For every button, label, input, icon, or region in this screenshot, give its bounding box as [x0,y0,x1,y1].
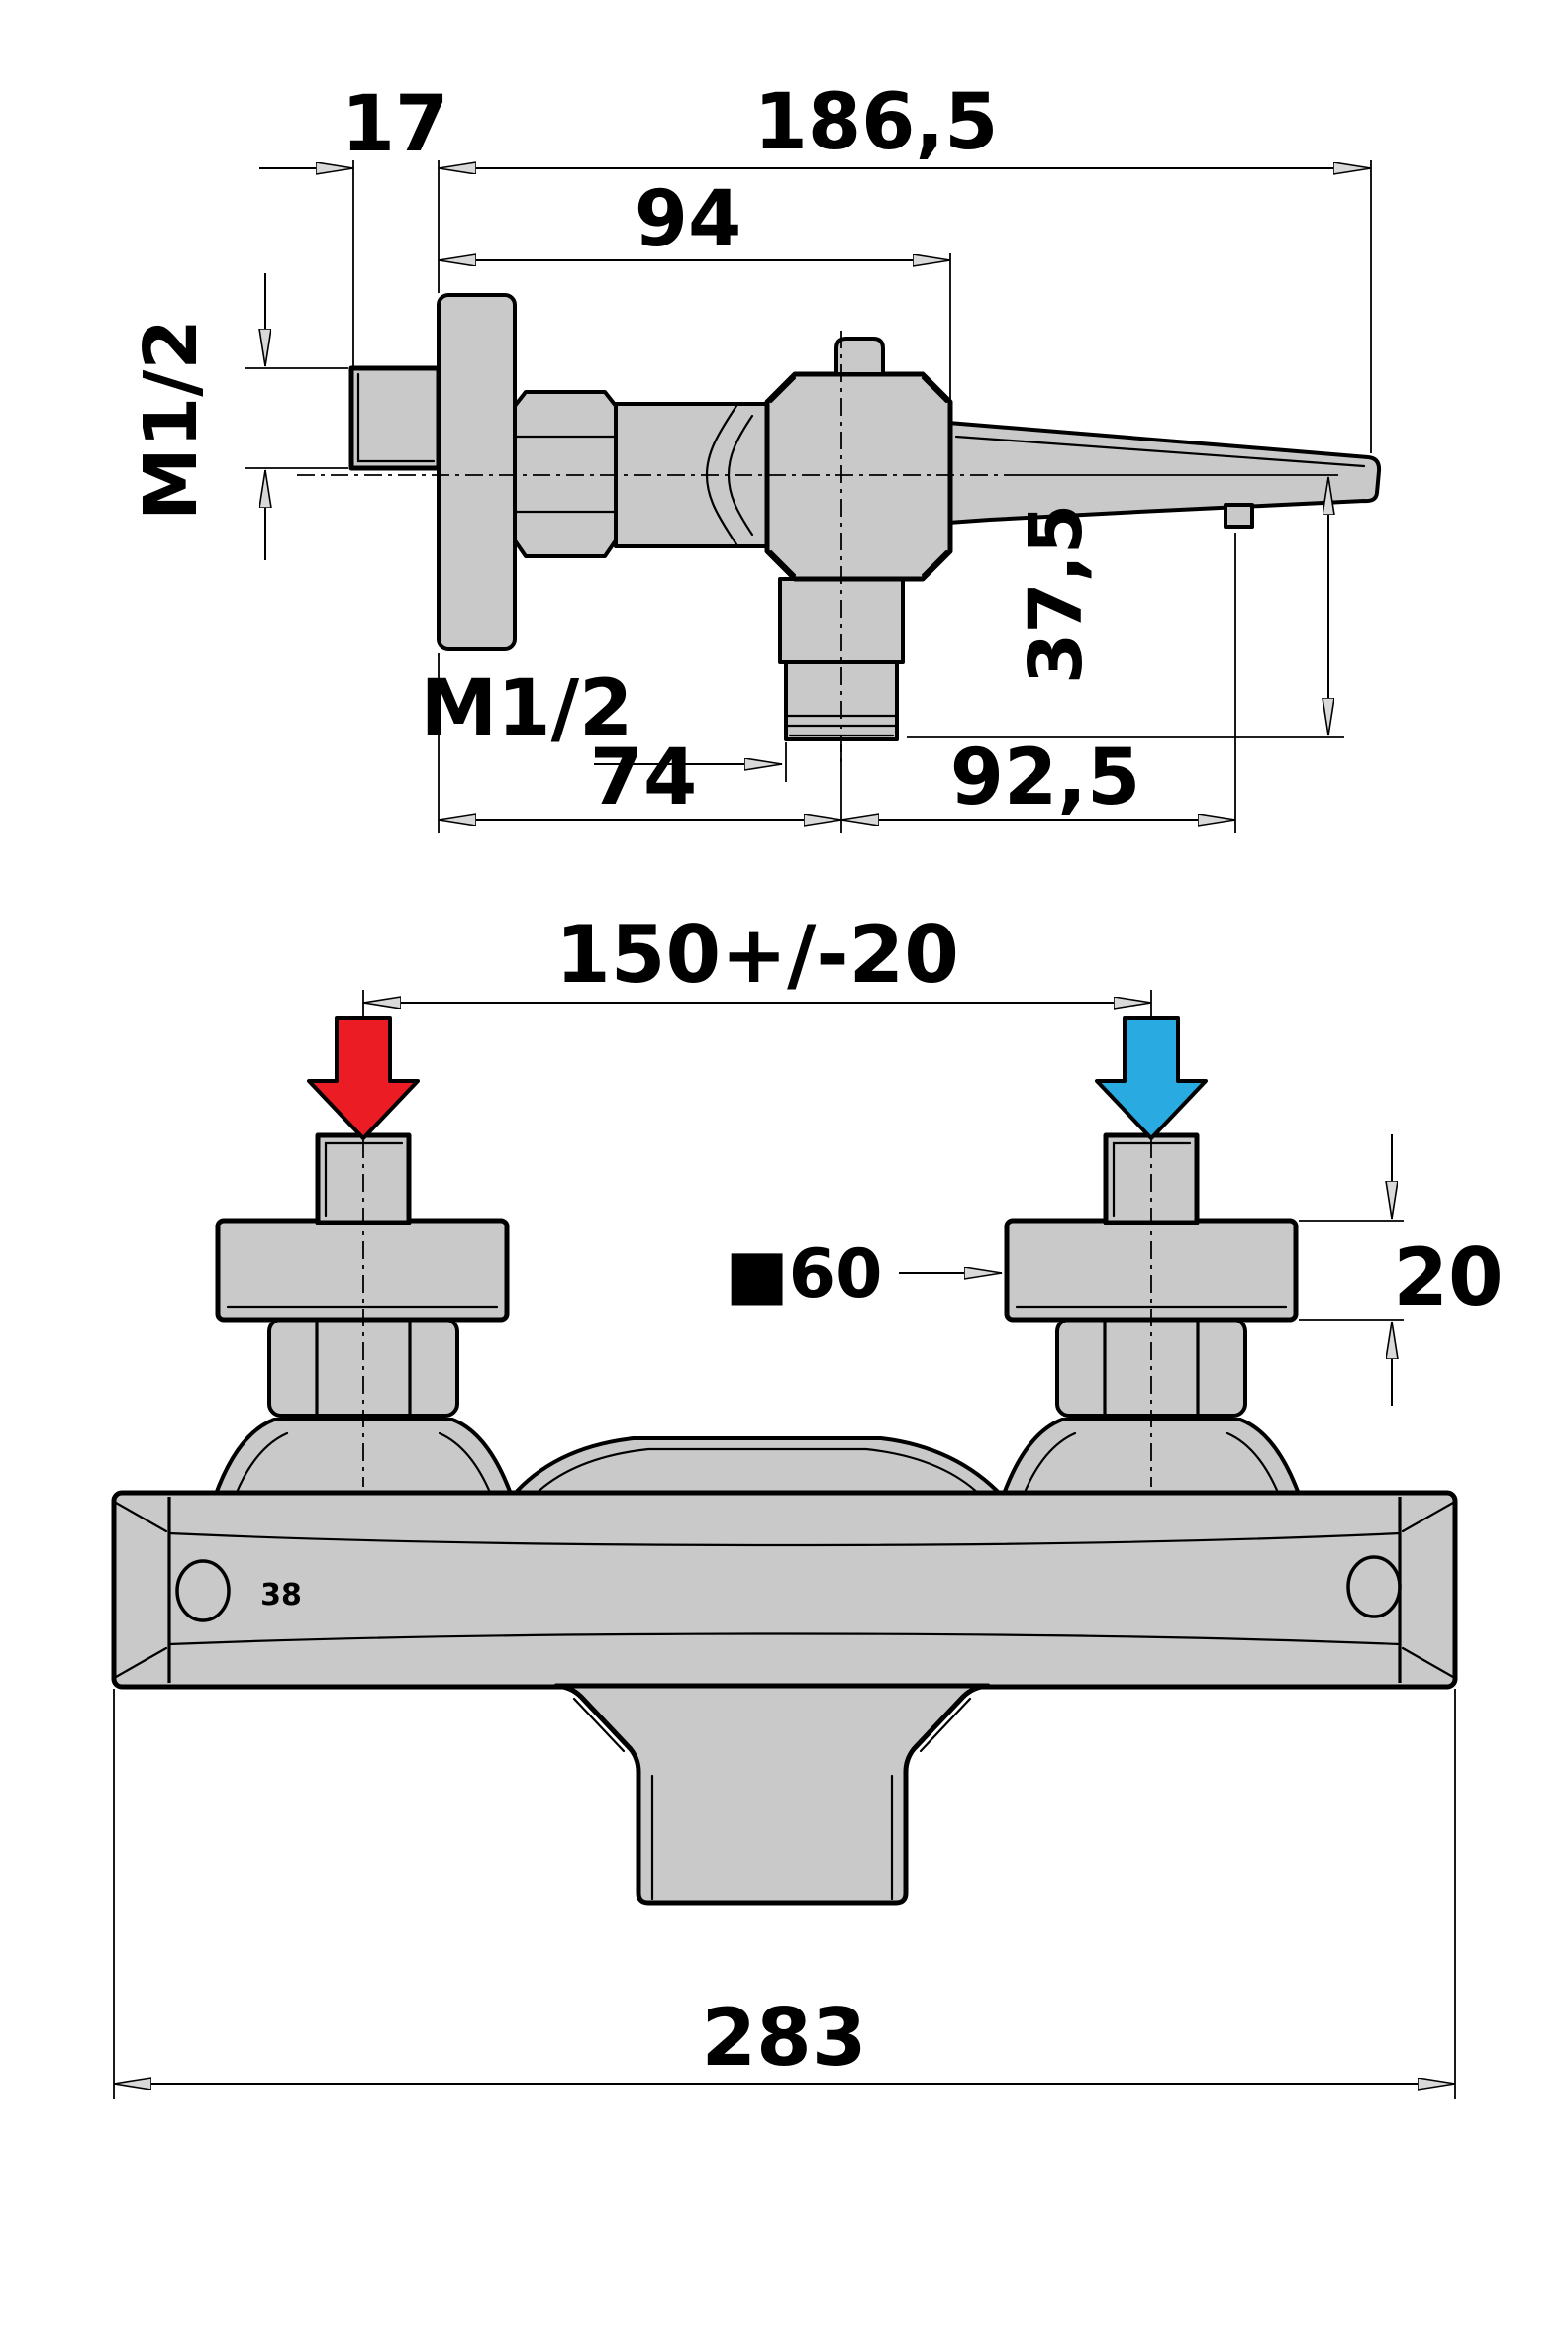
dim-label-flange-thickness: 20 [1393,1231,1503,1323]
dim-label-outlet-thread: M1/2 [421,664,634,753]
inlet-thread-side [348,365,441,471]
dim-label-total-width: 283 [702,1992,867,2084]
valve-body [764,371,953,582]
side-view: 17 186,5 94 M1/2 37,5 M1/2 74 92,5 [129,78,1382,833]
dim-label-wall-to-outlet: 74 [590,734,698,823]
dim-label-thread-length: 17 [342,80,449,169]
dim-label-inlet-spacing: 150+/-20 [555,909,959,1001]
cold-water-arrow-icon [1095,1016,1208,1140]
hot-water-arrow-icon [307,1016,420,1140]
spout [553,1683,991,1906]
front-view: 38 [111,909,1504,2099]
dim-label-outlet-to-lever: 92,5 [950,734,1140,823]
temperature-lever [946,421,1382,525]
wall-rosette [437,293,517,651]
escutcheon-left [215,1218,510,1323]
dim-label-inlet-thread: M1/2 [129,319,214,521]
dim-label-total-length: 186,5 [754,78,999,167]
screw-hole-right [1346,1555,1402,1618]
body-bar [111,1490,1458,1690]
dim-label-body-length: 94 [635,175,742,264]
body-web [510,1436,1005,1499]
lever-nub [1224,503,1254,529]
side-view-dimension-lines [245,160,1372,833]
dim-label-axis-to-outlet: 37,5 [1014,504,1099,685]
body-knob [834,337,885,376]
front-view-dimension-lines [113,990,1456,2099]
union-nut [513,390,618,558]
screw-hole-left [175,1559,231,1622]
body-marking: 38 [260,1578,302,1613]
dim-label-flange-square: ■60 [726,1235,883,1314]
